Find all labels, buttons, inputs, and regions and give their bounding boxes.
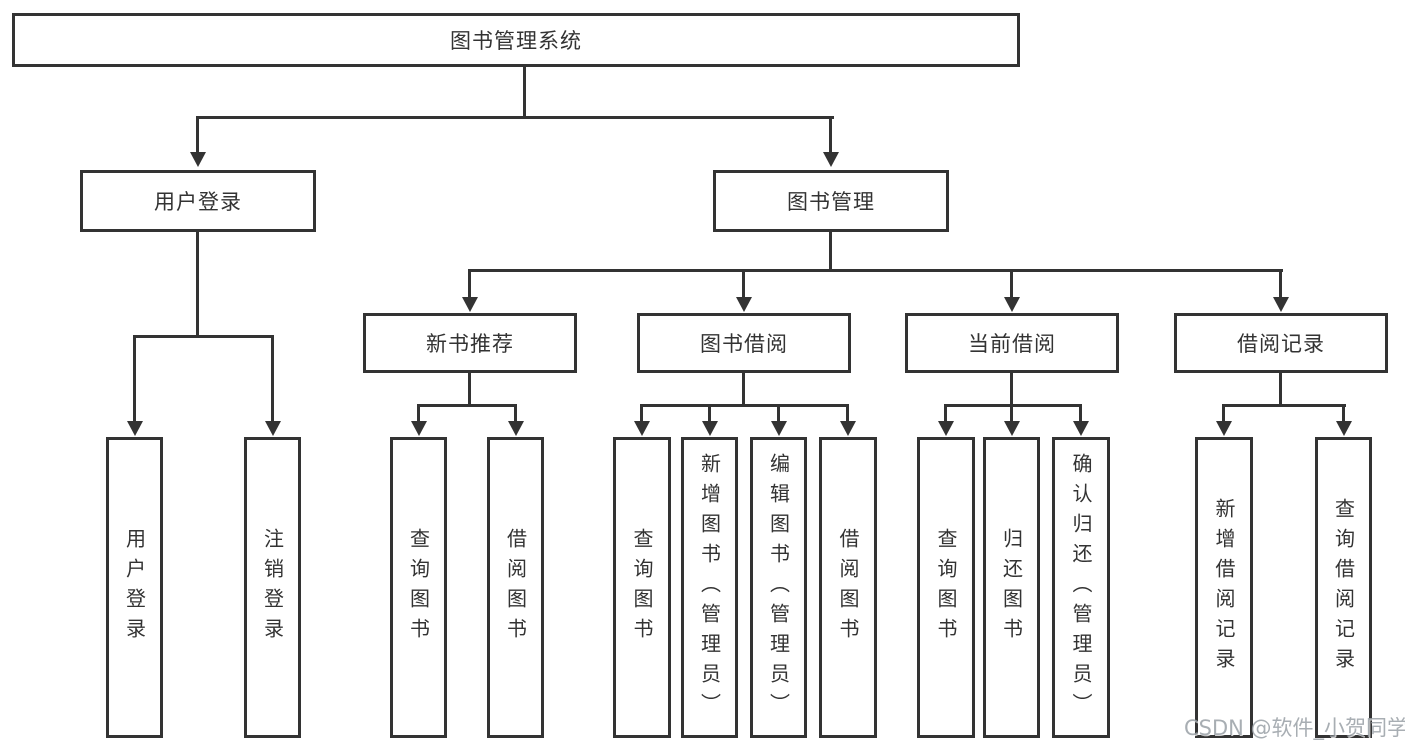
connector-line: [196, 116, 834, 119]
connector-arrowhead: [462, 297, 478, 312]
node-new-book-recommendation: 新书推荐: [363, 313, 577, 373]
connector-line: [514, 404, 517, 422]
leaf-label: 查询图书: [406, 527, 431, 648]
node-label: 当前借阅: [968, 332, 1056, 356]
leaf-confirm-return-admin: 确认归还（管理员）: [1052, 437, 1110, 738]
connector-line: [133, 335, 136, 421]
leaf-borrow-books-recommend: 借阅图书: [487, 437, 544, 738]
connector-arrowhead: [1216, 421, 1232, 436]
connector-arrowhead: [1004, 421, 1020, 436]
connector-line: [829, 116, 832, 154]
connector-line: [468, 371, 471, 407]
connector-line: [846, 404, 849, 422]
leaf-query-borrow-record: 查询借阅记录: [1315, 437, 1372, 738]
leaf-add-borrow-record: 新增借阅记录: [1195, 437, 1253, 738]
leaf-label: 确认归还（管理员）: [1069, 452, 1093, 723]
connector-arrowhead: [190, 152, 206, 167]
leaf-label: 借阅图书: [503, 527, 528, 648]
node-label: 新书推荐: [426, 332, 514, 356]
watermark: CSDN @软件_小贺同学: [1184, 716, 1405, 740]
leaf-label: 新增图书（管理员）: [697, 452, 722, 723]
connector-arrowhead: [508, 421, 524, 436]
connector-arrowhead: [938, 421, 954, 436]
connector-arrowhead: [1073, 421, 1089, 436]
connector-line: [742, 371, 745, 407]
leaf-label: 编辑图书（管理员）: [766, 452, 791, 723]
connector-arrowhead: [823, 152, 839, 167]
connector-line: [640, 404, 643, 422]
node-label: 图书管理系统: [450, 29, 582, 53]
leaf-label: 查询图书: [934, 527, 958, 648]
connector-line: [271, 335, 274, 421]
leaf-logout: 注销登录: [244, 437, 301, 738]
leaf-label: 查询借阅记录: [1331, 497, 1356, 678]
connector-line: [417, 404, 420, 422]
node-book-management: 图书管理: [713, 170, 949, 232]
connector-line: [1279, 371, 1282, 407]
node-borrowing-records: 借阅记录: [1174, 313, 1388, 373]
connector-line: [1010, 404, 1013, 422]
connector-arrowhead: [634, 421, 650, 436]
leaf-return-books: 归还图书: [983, 437, 1040, 738]
leaf-label: 注销登录: [260, 527, 285, 648]
connector-line: [640, 404, 849, 407]
connector-line: [1222, 404, 1225, 422]
connector-line: [133, 335, 274, 338]
leaf-user-login: 用户登录: [106, 437, 163, 738]
connector-line: [944, 404, 947, 422]
connector-line: [469, 269, 1283, 272]
connector-arrowhead: [702, 421, 718, 436]
connector-line: [1279, 269, 1282, 299]
connector-line: [1010, 269, 1013, 299]
connector-line: [196, 116, 199, 154]
node-user-login: 用户登录: [80, 170, 316, 232]
leaf-label: 归还图书: [999, 527, 1024, 648]
connector-line: [523, 65, 526, 119]
leaf-query-books-recommend: 查询图书: [390, 437, 447, 738]
connector-line: [417, 404, 517, 407]
connector-line: [1342, 404, 1345, 422]
connector-arrowhead: [771, 421, 787, 436]
connector-arrowhead: [411, 421, 427, 436]
leaf-query-books-current: 查询图书: [917, 437, 975, 738]
leaf-label: 查询图书: [630, 527, 654, 648]
node-current-borrowing: 当前借阅: [905, 313, 1119, 373]
node-book-borrowing: 图书借阅: [637, 313, 851, 373]
connector-line: [944, 404, 1082, 407]
connector-arrowhead: [840, 421, 856, 436]
connector-line: [1010, 371, 1013, 407]
connector-arrowhead: [1336, 421, 1352, 436]
connector-arrowhead: [1004, 297, 1020, 312]
node-label: 借阅记录: [1237, 332, 1325, 356]
node-label: 用户登录: [154, 190, 242, 214]
connector-line: [742, 269, 745, 299]
connector-arrowhead: [127, 421, 143, 436]
connector-line: [1079, 404, 1082, 422]
leaf-edit-books-admin: 编辑图书（管理员）: [750, 437, 807, 738]
leaf-query-books-borrow: 查询图书: [613, 437, 671, 738]
connector-line: [829, 230, 832, 272]
leaf-add-books-admin: 新增图书（管理员）: [681, 437, 738, 738]
connector-line: [1222, 404, 1346, 407]
connector-line: [708, 404, 711, 422]
leaf-label: 用户登录: [122, 527, 147, 648]
connector-line: [777, 404, 780, 422]
node-library-management-system: 图书管理系统: [12, 13, 1020, 67]
node-label: 图书管理: [787, 190, 875, 214]
leaf-borrow-books: 借阅图书: [819, 437, 877, 738]
connector-arrowhead: [1273, 297, 1289, 312]
connector-arrowhead: [736, 297, 752, 312]
leaf-label: 新增借阅记录: [1212, 497, 1236, 678]
connector-arrowhead: [265, 421, 281, 436]
connector-line: [196, 230, 199, 337]
connector-line: [468, 269, 471, 299]
node-label: 图书借阅: [700, 332, 788, 356]
leaf-label: 借阅图书: [836, 527, 860, 648]
